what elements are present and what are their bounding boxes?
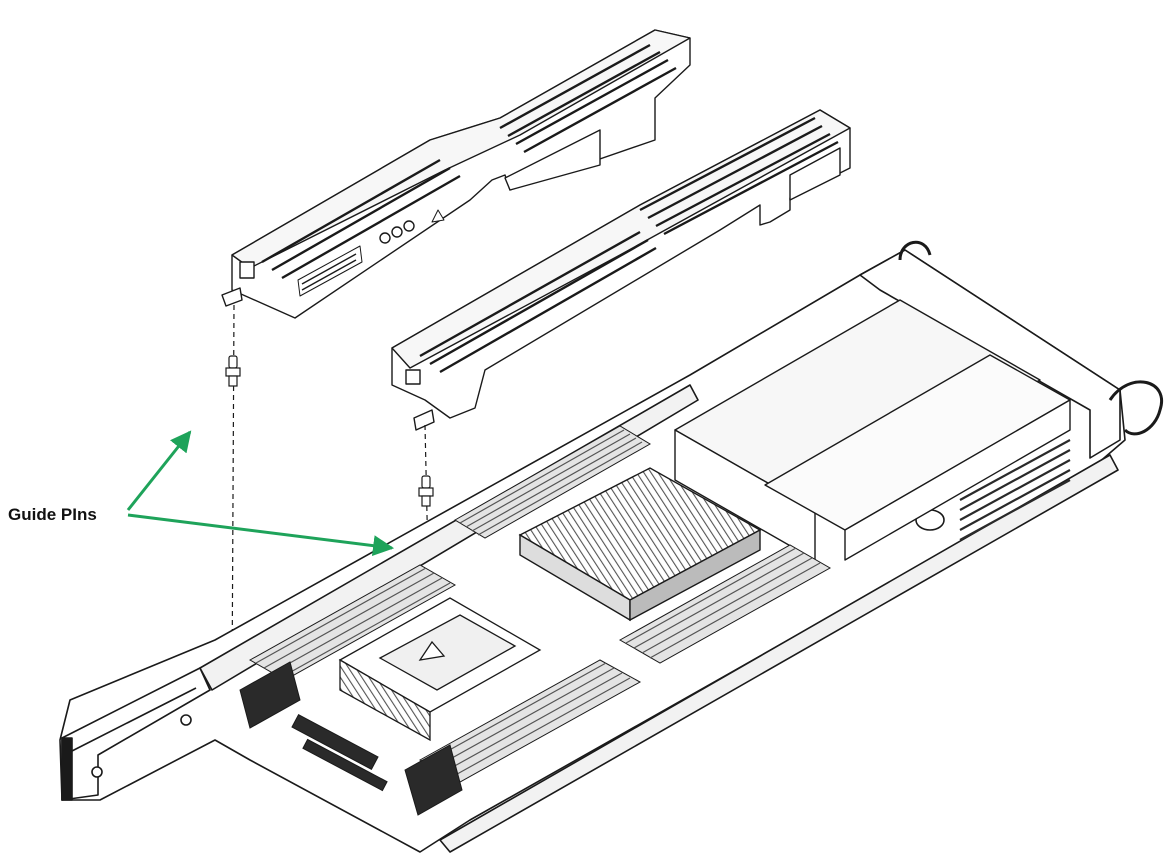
guide-pin-left xyxy=(225,355,241,387)
cpu-heatsink-rear xyxy=(518,467,762,622)
power-supply-modules xyxy=(674,299,1071,561)
front-io-connectors xyxy=(291,714,388,792)
callout-arrow-to-lower-pin xyxy=(127,513,395,557)
riser-bracket-right xyxy=(391,109,851,431)
dimm-bank-front-right xyxy=(404,659,642,816)
dimm-bank-rear-left xyxy=(454,425,651,539)
guide-pins-callout-arrows xyxy=(126,430,395,557)
callout-arrow-to-upper-pin xyxy=(126,430,192,511)
dimm-bank-rear-right xyxy=(618,544,832,664)
cpu-socket-front xyxy=(338,597,542,742)
riser-bracket-left xyxy=(221,29,691,319)
guide-pins-label: Guide PIns xyxy=(8,505,97,524)
guide-pin-right xyxy=(418,475,434,507)
dimm-bank-front-left xyxy=(239,564,457,729)
